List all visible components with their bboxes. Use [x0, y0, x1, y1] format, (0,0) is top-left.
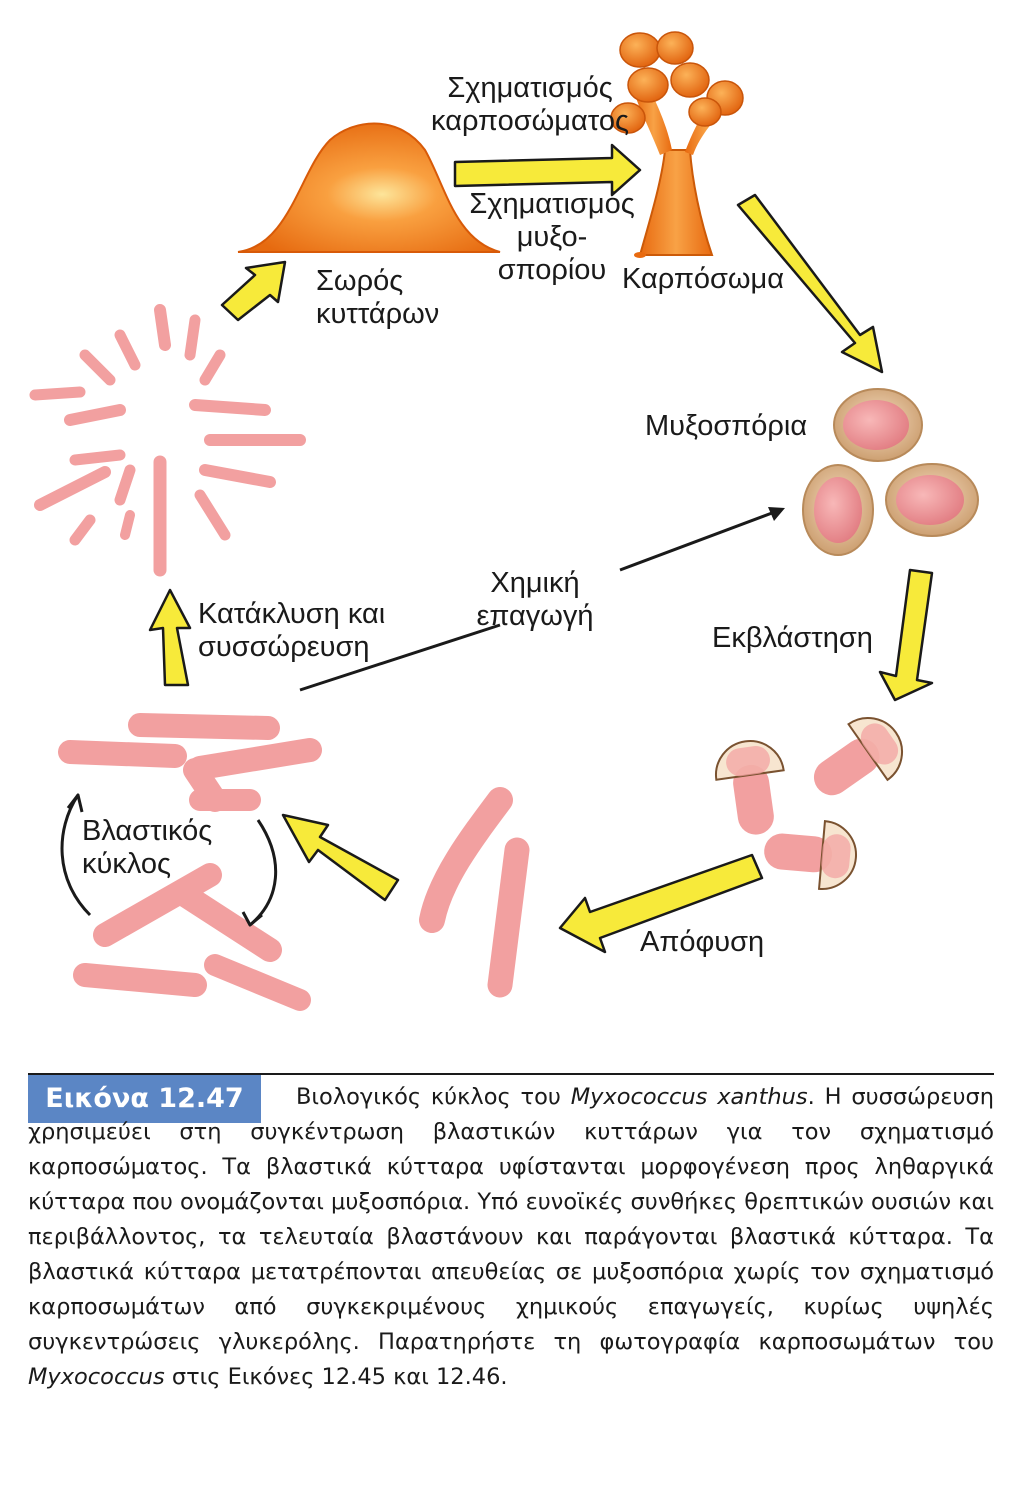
myxospore — [885, 463, 979, 537]
myxospores-label: Μυξοσπόρια — [645, 410, 808, 442]
vegetative-cycle-label: Βλαστικός κύκλος — [82, 815, 213, 880]
arrow-vegetative-to-aggregation — [148, 588, 192, 687]
figure-label: Εικόνα 12.47 — [28, 1075, 261, 1123]
caption-divider — [28, 1073, 994, 1075]
emergence-label: Απόφυση — [640, 926, 765, 958]
germinating-spores — [715, 717, 903, 890]
myxospores — [802, 388, 979, 556]
cell-mound — [237, 122, 501, 253]
myxococcus-life-cycle-diagram — [29, 31, 979, 1011]
arrow-emergence-to-vegetative — [281, 813, 400, 902]
organism-name: Myxococcus xanthus — [570, 1084, 808, 1110]
vegetative-cells — [58, 713, 322, 1011]
arrow-myxospores-to-germination — [878, 568, 934, 702]
flooding-aggregation-label: Κατάκλυση και συσσώρευση — [198, 598, 386, 663]
organism-name: Myxococcus — [28, 1364, 165, 1390]
vegetative-cycle-arrows — [60, 793, 278, 927]
germination-label: Εκβλάστηση — [712, 622, 873, 654]
myxospore — [802, 464, 874, 556]
cycle-arrow-right — [249, 819, 278, 927]
myxospore-formation-label: Σχηματισμός μυξο- σπορίου — [469, 188, 635, 286]
arrow-germination-to-emergence — [558, 853, 764, 954]
arrow-mound-to-fruiting-body — [453, 143, 642, 197]
chemical-induction-label: Χημική επαγωγή — [476, 567, 594, 632]
fruiting-body-label: Καρπόσωμα — [622, 263, 784, 295]
cycle-arrow-left — [60, 794, 92, 917]
myxospore — [833, 388, 923, 462]
fruiting-body — [610, 31, 744, 258]
fruiting-body-formation-label: Σχηματισμός καρποσώματος — [431, 72, 629, 137]
chemical-induction-arrow — [299, 507, 785, 692]
figure-caption: Βιολογικός κύκλος του Myxococcus xanthus… — [28, 1084, 994, 1390]
emerging-rods — [419, 787, 530, 998]
arrow-aggregation-to-mound — [220, 260, 287, 322]
aggregating-cells — [29, 304, 306, 577]
arrow-fruiting-body-to-myxospores — [736, 193, 884, 374]
cell-mound-label: Σωρός κυττάρων — [316, 265, 440, 330]
